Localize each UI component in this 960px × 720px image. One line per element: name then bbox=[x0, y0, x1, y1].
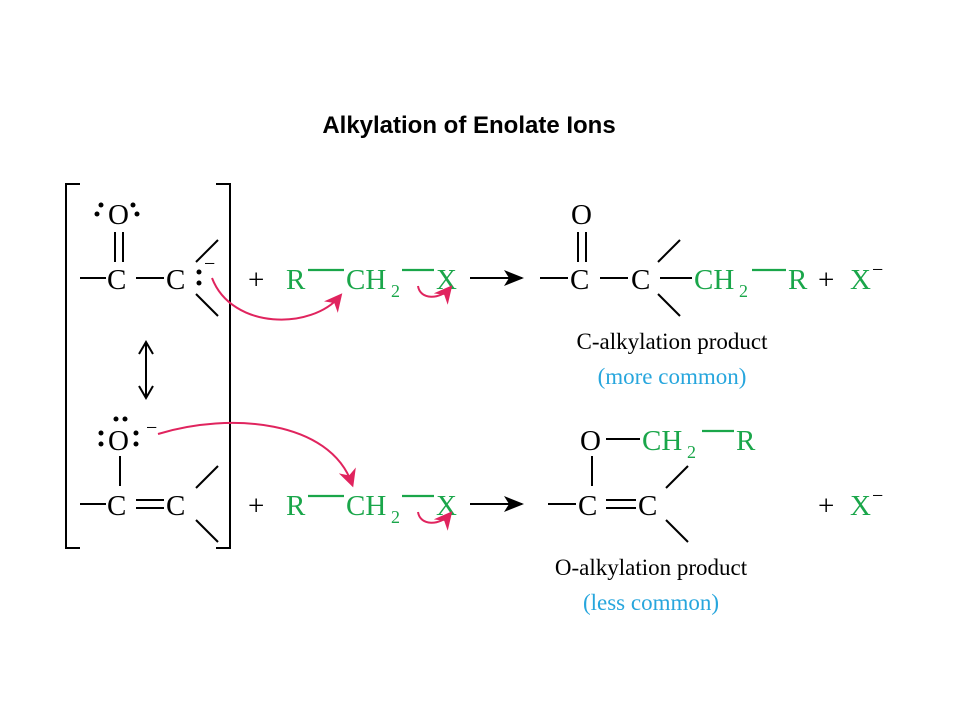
electron-arrows bbox=[157, 277, 453, 531]
product-1-leaving-charge: − bbox=[872, 259, 883, 281]
keto-alpha-charge: − bbox=[204, 253, 215, 275]
product-1-r: R bbox=[788, 264, 808, 296]
reagent-1-sub: 2 bbox=[391, 281, 400, 301]
product-1-plus: + bbox=[818, 264, 834, 296]
enol-oxygen-charge: − bbox=[146, 417, 157, 439]
product-1-bonds bbox=[540, 232, 692, 317]
caption-c-alkylation: C-alkylation product bbox=[577, 329, 769, 354]
enolate-enol-form: O − C C bbox=[80, 416, 219, 543]
keto-lone-pairs bbox=[94, 202, 202, 286]
reaction-1-plus: + bbox=[248, 264, 264, 296]
product-1: O C C CH 2 R X + − bbox=[540, 199, 883, 317]
product-2-leaving: X bbox=[850, 490, 871, 522]
page-title: Alkylation of Enolate Ions bbox=[322, 112, 616, 139]
product-1-ch: CH bbox=[694, 264, 734, 296]
reaction-c-alkylation: + R CH 2 X O C C CH 2 R X + − bbox=[248, 199, 883, 389]
resonance-arrow bbox=[138, 340, 154, 400]
keto-oxygen: O bbox=[108, 199, 129, 231]
caption-o-alkylation: O-alkylation product bbox=[555, 555, 748, 580]
enol-oxygen: O bbox=[108, 425, 129, 457]
note-less-common: (less common) bbox=[583, 590, 719, 615]
reagent-2: R CH 2 X bbox=[286, 490, 457, 527]
enol-lone-pairs bbox=[98, 416, 139, 447]
product-1-leaving: X bbox=[850, 264, 871, 296]
reagent-1-ch: CH bbox=[346, 264, 386, 296]
keto-alpha-carbon: C bbox=[166, 264, 185, 296]
enol-alpha-carbon: C bbox=[166, 490, 185, 522]
enolate-keto-form: O C C − bbox=[80, 199, 219, 317]
electron-arrow-top-leaving bbox=[417, 285, 453, 305]
product-1-sub: 2 bbox=[739, 281, 748, 301]
product-2: O C C CH 2 R X + − bbox=[548, 425, 883, 543]
product-2-c2: C bbox=[638, 490, 657, 522]
electron-arrow-c-attack bbox=[211, 277, 343, 321]
product-2-oxygen: O bbox=[580, 425, 601, 457]
product-1-c2: C bbox=[631, 264, 650, 296]
electron-arrow-bottom-leaving bbox=[417, 511, 453, 531]
note-more-common: (more common) bbox=[598, 364, 747, 389]
product-1-c1: C bbox=[570, 264, 589, 296]
resonance-brackets bbox=[65, 183, 231, 549]
reaction-o-alkylation: + R CH 2 X O C C CH 2 R X + − bbox=[248, 425, 883, 615]
reagent-2-ch: CH bbox=[346, 490, 386, 522]
product-1-oxygen: O bbox=[571, 199, 592, 231]
keto-bonds bbox=[80, 232, 219, 317]
reagent-2-sub: 2 bbox=[391, 507, 400, 527]
product-2-c1: C bbox=[578, 490, 597, 522]
product-2-bonds bbox=[548, 438, 689, 543]
product-2-leaving-charge: − bbox=[872, 485, 883, 507]
product-2-plus: + bbox=[818, 490, 834, 522]
reagent-1-r: R bbox=[286, 264, 306, 296]
electron-arrow-o-attack bbox=[157, 421, 356, 488]
product-2-r: R bbox=[736, 425, 756, 457]
enol-carbonyl-carbon: C bbox=[107, 490, 126, 522]
enol-bonds bbox=[80, 456, 219, 543]
reagent-2-r: R bbox=[286, 490, 306, 522]
product-2-ch: CH bbox=[642, 425, 682, 457]
reaction-2-plus: + bbox=[248, 490, 264, 522]
keto-carbonyl-carbon: C bbox=[107, 264, 126, 296]
product-2-sub: 2 bbox=[687, 442, 696, 462]
